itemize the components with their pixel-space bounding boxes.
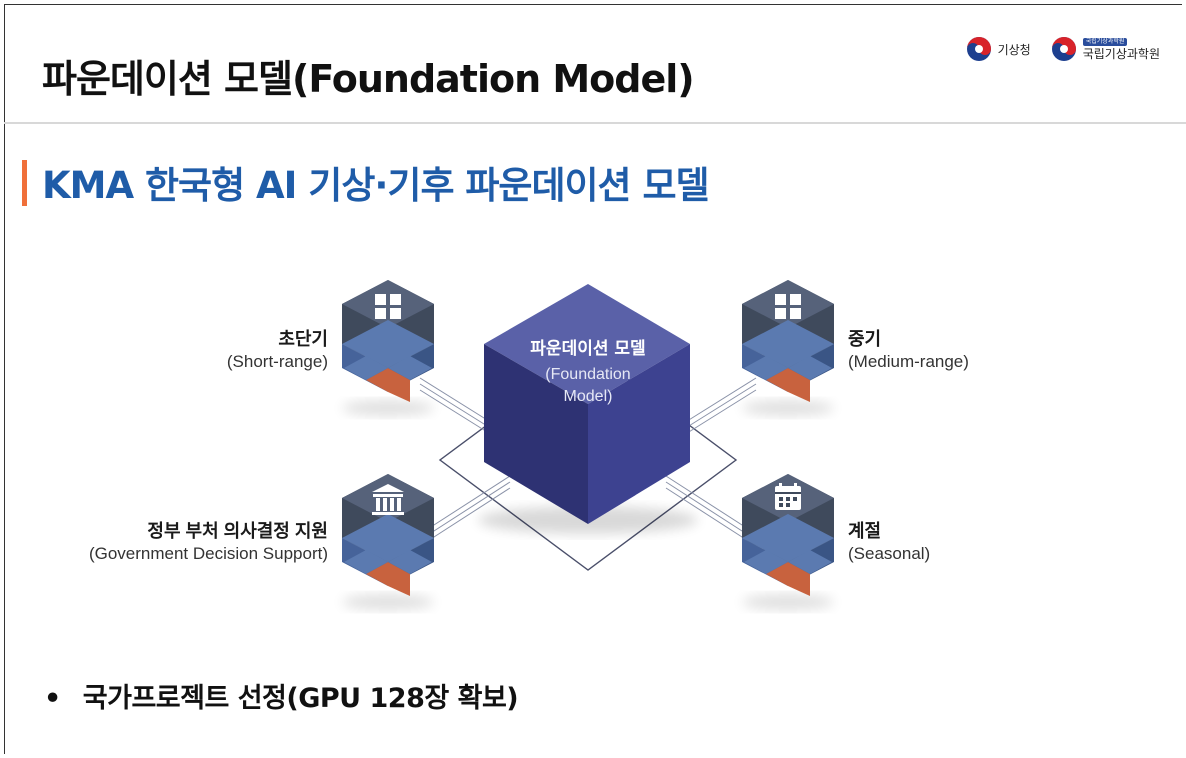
label-seasonal-ko: 계절 [848, 521, 882, 541]
label-short-range-ko: 초단기 [278, 329, 328, 349]
logo-text-nims: 국립기상과학원 [1082, 46, 1160, 61]
label-short-range: 초단기 (Short-range) [227, 328, 328, 372]
window-grid-icon [775, 294, 801, 319]
connector-seasonal [665, 475, 757, 547]
bullet-text: 국가프로젝트 선정(GPU 128장 확보) [82, 683, 519, 714]
window-grid-icon [375, 294, 401, 319]
cube-subtitle-line2: Model) [564, 388, 613, 405]
logo-tag: 국립기상과학원 [1082, 37, 1128, 46]
calendar-icon [775, 483, 801, 510]
label-medium-range-en: (Medium-range) [848, 351, 969, 371]
section-title: KMA 한국형 AI 기상·기후 파운데이션 모델 [42, 164, 710, 207]
cube-top [484, 284, 690, 404]
section-accent-bar [22, 160, 27, 206]
logo-text-kma: 기상청 [997, 42, 1031, 57]
label-medium-range-ko: 중기 [848, 329, 882, 349]
node-seasonal [742, 474, 834, 610]
node-short-range [342, 280, 434, 416]
taegeuk-emblem-icon [1051, 37, 1076, 61]
node-medium-range [742, 280, 834, 416]
label-government-en: (Government Decision Support) [88, 543, 328, 563]
label-short-range-en: (Short-range) [226, 351, 328, 371]
bullet-dot-icon: • [44, 683, 61, 714]
label-seasonal: 계절 (Seasonal) [848, 520, 930, 564]
header-divider [4, 122, 1186, 124]
label-government-ko: 정부 부처 의사결정 지원 [147, 521, 328, 541]
foundation-model-cube: 파운데이션 모델 (Foundation Model) [478, 284, 698, 534]
label-seasonal-en: (Seasonal) [848, 543, 931, 563]
node-government-decision [342, 474, 434, 610]
government-building-icon [372, 484, 404, 515]
cube-right [588, 344, 690, 524]
cube-left [484, 344, 588, 524]
kma-logo: 기상청 [966, 36, 1031, 62]
slide-frame [4, 4, 1182, 754]
taegeuk-emblem-icon [966, 37, 991, 61]
header-logos: 기상청 국립기상과학원 국립기상과학원 [966, 36, 1160, 62]
bullet-item: • 국가프로젝트 선정(GPU 128장 확보) [44, 676, 519, 715]
cube-title: 파운데이션 모델 [530, 338, 645, 359]
label-medium-range: 중기 (Medium-range) [848, 328, 969, 372]
cube-subtitle-line1: (Foundation [545, 366, 630, 383]
nims-logo: 국립기상과학원 국립기상과학원 [1051, 36, 1160, 62]
page-title: 파운데이션 모델(Foundation Model) [42, 57, 695, 101]
label-government: 정부 부처 의사결정 지원 (Government Decision Suppo… [89, 520, 328, 564]
connector-gov [419, 475, 511, 547]
